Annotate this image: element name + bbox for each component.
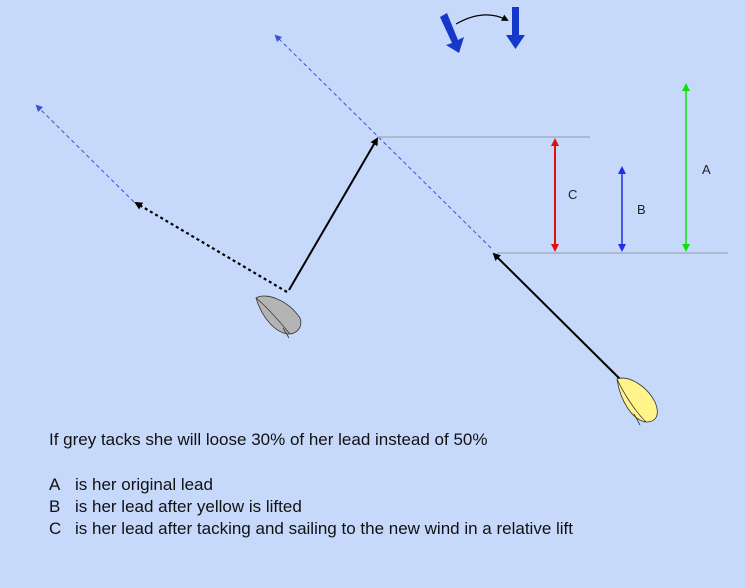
wind-ray-upper [274,34,492,249]
wind-shift-indicator [440,7,525,53]
new-wind-arrow-icon [506,7,525,49]
lead-c-label: C [568,187,577,202]
lead-b-label: B [637,202,646,217]
legend-letter: B [49,497,61,516]
grey-original-track [134,201,288,293]
legend-text: is her lead after yellow is lifted [75,497,302,516]
legend-text: is her lead after tacking and sailing to… [75,519,573,538]
legend-letter: C [49,519,62,538]
grey-boat-icon [255,295,302,339]
yellow-track [492,252,622,381]
yellow-boat-icon [616,377,658,426]
wind-shift-curve [455,14,509,25]
grey-tack-track [288,137,379,291]
legend-letter: A [49,475,61,494]
wind-ray-left [35,104,135,203]
summary-text: If grey tacks she will loose 30% of her … [49,430,488,449]
old-wind-arrow-icon [440,13,464,53]
lead-a-label: A [702,162,711,177]
legend-text: is her original lead [75,475,213,494]
